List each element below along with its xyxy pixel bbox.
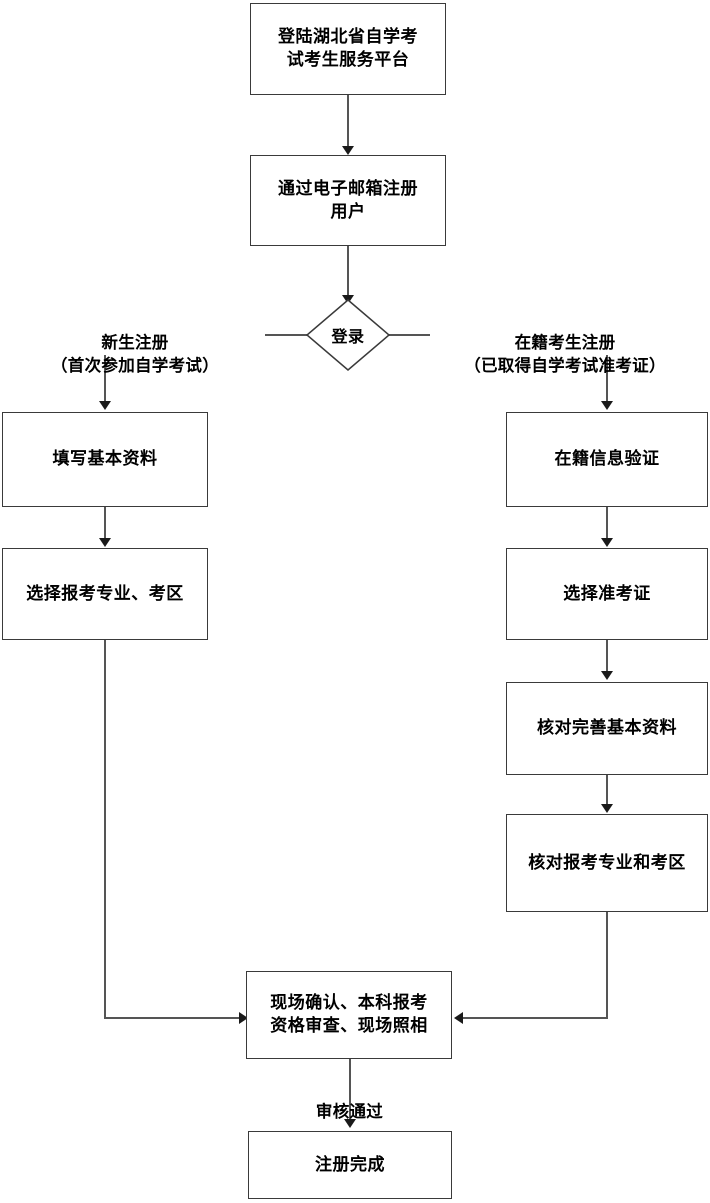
diamond-shape-icon	[306, 299, 390, 371]
edge-select-major-elbow-vertical	[104, 640, 106, 1019]
node-existing-check-basic[interactable]: 核对完善基本资料	[506, 682, 708, 775]
node-decision-login[interactable]: 登录	[306, 299, 390, 371]
node-existing-select-ticket[interactable]: 选择准考证	[506, 548, 708, 640]
arrowhead-start-to-register-email	[342, 146, 354, 155]
edge-check-major-elbow-horizontal	[463, 1017, 608, 1019]
node-new-fill-basic-label: 填写基本资料	[52, 449, 158, 470]
edge-branch-new-down	[104, 355, 106, 403]
edge-check-basic-to-check-major	[606, 775, 608, 806]
arrowhead-branch-existing-down	[601, 401, 613, 410]
edge-start-to-register-email	[347, 95, 349, 147]
edge-onsite-confirm-to-register-done	[349, 1059, 351, 1121]
edge-label-branch-existing-text: 在籍考生注册 （已取得自学考试准考证）	[464, 333, 666, 375]
node-onsite-confirm[interactable]: 现场确认、本科报考 资格审查、现场照相	[246, 971, 452, 1059]
node-new-fill-basic[interactable]: 填写基本资料	[2, 412, 208, 507]
edge-check-major-elbow-vertical	[606, 912, 608, 1019]
node-existing-check-major-label: 核对报考专业和考区	[528, 852, 686, 873]
arrowhead-onsite-confirm-to-register-done	[344, 1119, 356, 1128]
arrowhead-check-basic-to-check-major	[601, 804, 613, 813]
node-register-email-label: 通过电子邮箱注册 用户	[278, 178, 418, 222]
node-existing-verify-info[interactable]: 在籍信息验证	[506, 412, 708, 507]
edge-branch-existing-down	[606, 355, 608, 403]
node-register-email[interactable]: 通过电子邮箱注册 用户	[250, 155, 446, 246]
node-existing-verify-info-label: 在籍信息验证	[554, 449, 660, 470]
node-decision-login-label: 登录	[331, 327, 365, 346]
arrowhead-left-into-onsite-confirm	[239, 1012, 248, 1024]
arrowhead-select-ticket-to-check-basic	[601, 671, 613, 680]
edge-label-branch-new: 新生注册 （首次参加自学考试）	[0, 310, 270, 377]
edge-select-major-elbow-horizontal	[104, 1017, 240, 1019]
node-start[interactable]: 登陆湖北省自学考 试考生服务平台	[250, 3, 446, 95]
node-new-select-major-label: 选择报考专业、考区	[26, 583, 184, 604]
node-register-done[interactable]: 注册完成	[248, 1131, 452, 1199]
edge-decision-left-stem	[265, 334, 310, 336]
edge-verify-info-to-select-ticket	[606, 507, 608, 540]
node-existing-check-major[interactable]: 核对报考专业和考区	[506, 814, 708, 912]
node-start-label: 登陆湖北省自学考 试考生服务平台	[278, 27, 418, 70]
edge-label-branch-new-text: 新生注册 （首次参加自学考试）	[51, 333, 219, 375]
node-existing-select-ticket-label: 选择准考证	[563, 583, 651, 604]
arrowhead-verify-info-to-select-ticket	[601, 538, 613, 547]
edge-label-approved: 审核通过	[252, 1079, 447, 1124]
node-existing-check-basic-label: 核对完善基本资料	[537, 718, 677, 739]
arrowhead-right-into-onsite-confirm	[454, 1012, 463, 1024]
edge-register-email-to-decision	[347, 246, 349, 296]
edge-select-ticket-to-check-basic	[606, 640, 608, 673]
edge-fill-basic-to-select-major	[104, 507, 106, 540]
arrowhead-branch-new-down	[99, 401, 111, 410]
edge-decision-right-stem	[385, 334, 430, 336]
node-new-select-major[interactable]: 选择报考专业、考区	[2, 548, 208, 640]
edge-label-approved-text: 审核通过	[315, 1102, 384, 1122]
edge-label-branch-existing: 在籍考生注册 （已取得自学考试准考证）	[420, 310, 710, 377]
arrowhead-fill-basic-to-select-major	[99, 538, 111, 547]
node-register-done-label: 注册完成	[315, 1154, 385, 1175]
node-onsite-confirm-label: 现场确认、本科报考 资格审查、现场照相	[270, 993, 428, 1036]
